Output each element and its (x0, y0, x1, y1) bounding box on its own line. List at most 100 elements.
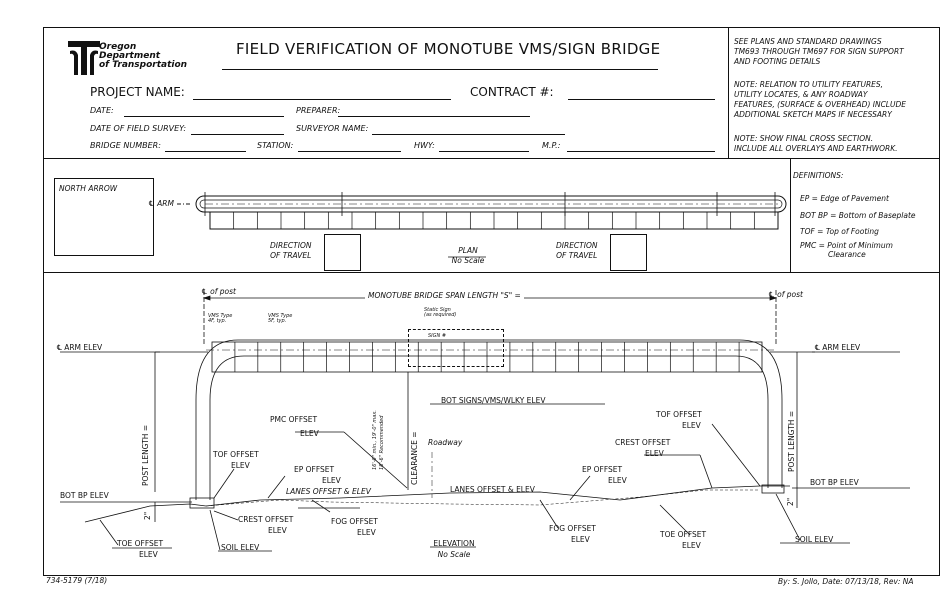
bot-bp-left: BOT BP ELEV (60, 491, 109, 500)
form-title: FIELD VERIFICATION OF MONOTUBE VMS/SIGN … (236, 40, 661, 58)
crest-left-elev: ELEV (268, 526, 287, 535)
mp-line[interactable] (567, 151, 715, 152)
plan-scale: No Scale (451, 256, 485, 265)
agency-line3: of Transportation (99, 60, 188, 70)
odot-logo: Oregon Department of Transportation (66, 39, 191, 79)
surveyor-line[interactable] (372, 134, 565, 135)
crest-right-elev: ELEV (645, 449, 664, 458)
definitions-title: DEFINITIONS: (793, 171, 844, 180)
contract-label: CONTRACT #: (470, 85, 554, 99)
post-length-right: POST LENGTH = (787, 410, 796, 472)
plan-title: PLAN (458, 246, 478, 255)
project-name-line[interactable] (193, 99, 451, 100)
agency-line2: Department (99, 51, 161, 61)
ep-right-label: EP OFFSET ELEV (582, 464, 627, 486)
note-utility-l1: NOTE: RELATION TO UTILITY FEATURES, (734, 80, 884, 89)
clearance-rec-l2: 18'-6" Recommended (379, 415, 385, 470)
definition-pmc: PMC = Point of Minimum (800, 240, 893, 250)
roadway-label: Roadway (428, 438, 463, 447)
crest-right-label: CREST OFFSET ELEV (615, 437, 670, 459)
station-label: STATION: (257, 141, 294, 150)
mp-label: M.P.: (542, 141, 561, 150)
note-cross-section-l2: INCLUDE ALL OVERLAYS AND EARTHWORK. (734, 144, 898, 153)
static-sign-l2: (as required) (424, 312, 457, 318)
crest-right-offset: CREST OFFSET (615, 438, 671, 447)
static-sign-box (408, 329, 504, 367)
span-length-label: MONOTUBE BRIDGE SPAN LENGTH "S" = (365, 291, 524, 300)
note-utility: NOTE: RELATION TO UTILITY FEATURES, UTIL… (734, 80, 906, 120)
north-arrow-box[interactable]: NORTH ARROW (54, 178, 154, 256)
title-underline (222, 69, 658, 70)
note-utility-l4: ADDITIONAL SKETCH MAPS IF NECESSARY (734, 110, 892, 119)
arm-elev-right: ℄ ARM ELEV (815, 343, 861, 352)
clearance-label: CLEARANCE = (410, 431, 419, 485)
vms-type-4-l2: 4F, typ. (208, 318, 227, 324)
note-standards-l1: SEE PLANS AND STANDARD DRAWINGS (734, 37, 882, 46)
lanes-left-label: LANES OFFSET & ELEV (286, 487, 371, 496)
toe-right-offset: TOE OFFSET (660, 530, 707, 539)
preparer-line[interactable] (338, 116, 530, 117)
static-sign-label: Static Sign (as required) (424, 308, 456, 318)
arm-label-plan: ℄ ARM (148, 199, 174, 208)
tof-left-label: TOF OFFSET ELEV (213, 449, 259, 471)
direction-right-l2: OF TRAVEL (556, 251, 598, 260)
field-survey-line[interactable] (191, 134, 284, 135)
toe-left-offset: TOE OFFSET (117, 539, 164, 548)
elevation-title: ELEVATION No Scale (430, 538, 478, 560)
bridge-number-label: BRIDGE NUMBER: (90, 141, 161, 150)
ep-left-elev: ELEV (322, 476, 341, 485)
hwy-label: HWY: (414, 141, 435, 150)
ep-right-offset: EP OFFSET (582, 465, 623, 474)
pmc-elev: ELEV (300, 429, 319, 438)
toe-right-elev: ELEV (682, 541, 701, 550)
fog-right-label: FOG OFFSET ELEV (549, 523, 596, 545)
fog-left-offset: FOG OFFSET (331, 517, 378, 526)
note-standards-l2: TM693 THROUGH TM697 FOR SIGN SUPPORT (734, 47, 904, 56)
plan-label: PLAN No Scale (448, 246, 488, 266)
soil-left-label: SOIL ELEV (221, 543, 260, 552)
hwy-line[interactable] (439, 151, 529, 152)
direction-right-label: DIRECTION OF TRAVEL (556, 241, 597, 261)
divider-notes (728, 27, 729, 158)
post-left-label: ℄ of post (201, 287, 236, 296)
definition-bot-bp: BOT BP = Bottom of Baseplate (800, 210, 916, 220)
crest-left-label: CREST OFFSET ELEV (238, 514, 293, 536)
date-label: DATE: (90, 106, 114, 115)
sign-number-label: SIGN # (428, 333, 447, 339)
pmc-label: PMC OFFSET ELEV (270, 413, 319, 441)
bridge-number-line[interactable] (165, 151, 246, 152)
ep-right-elev: ELEV (608, 476, 627, 485)
fog-left-label: FOG OFFSET ELEV (331, 516, 378, 538)
north-arrow-label: NORTH ARROW (59, 184, 118, 193)
author-credit: By: S. Jollo, Date: 07/13/18, Rev: NA (778, 577, 914, 586)
date-line[interactable] (124, 116, 284, 117)
contract-line[interactable] (568, 99, 715, 100)
elevation-title-text: ELEVATION (433, 539, 475, 548)
arm-elev-left: ℄ ARM ELEV (57, 343, 103, 352)
toe-left-label: TOE OFFSET ELEV (117, 538, 163, 560)
vms-type-4-l1: VMS Type (208, 313, 233, 319)
odot-logo-mark (68, 41, 100, 75)
soil-right-label: SOIL ELEV (795, 535, 834, 544)
field-survey-label: DATE OF FIELD SURVEY: (90, 124, 187, 133)
tof-left-elev: ELEV (231, 461, 250, 470)
clearance-rec-l1: 16'-0" min., 19'-0" max. (372, 410, 378, 470)
form-border (43, 27, 940, 576)
vms-type-5-label: VMS Type 5F, typ. (268, 314, 292, 324)
fog-right-elev: ELEV (571, 535, 590, 544)
ep-left-offset: EP OFFSET (294, 465, 335, 474)
station-line[interactable] (298, 151, 401, 152)
lanes-right-label: LANES OFFSET & ELEV (450, 485, 535, 494)
tof-left-offset: TOF OFFSET (213, 450, 259, 459)
preparer-label: PREPARER: (296, 106, 341, 115)
ep-left-label: EP OFFSET ELEV (294, 464, 341, 486)
post-length-left: POST LENGTH = (141, 424, 150, 486)
direction-right-l1: DIRECTION (556, 241, 598, 250)
direction-right-box[interactable] (610, 234, 647, 271)
divider-definitions (790, 158, 791, 272)
surveyor-label: SURVEYOR NAME: (296, 124, 369, 133)
static-sign-l1: Static Sign (424, 307, 451, 313)
direction-left-box[interactable] (324, 234, 361, 271)
clearance-recommended: 16'-0" min., 19'-0" max. 18'-6" Recommen… (372, 410, 386, 470)
